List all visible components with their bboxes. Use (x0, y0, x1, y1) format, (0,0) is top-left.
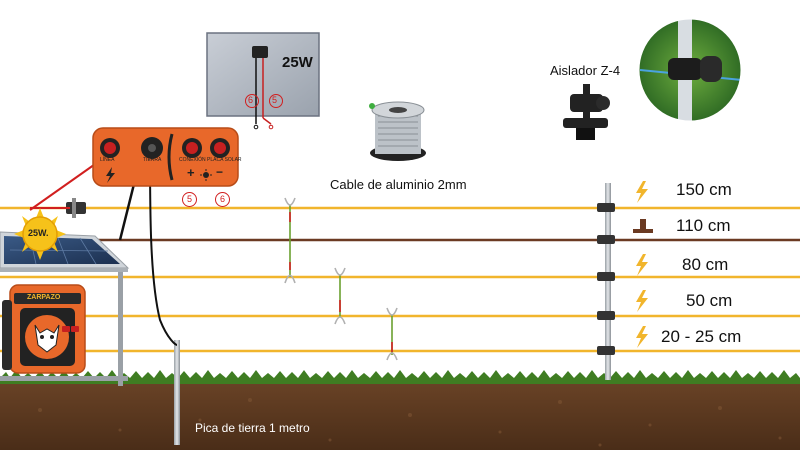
wire-height-80: 80 cm (682, 255, 729, 274)
energizer-label-linea: LÍNEA (100, 157, 115, 163)
jumper-3 (386, 307, 398, 361)
ground-wire (149, 149, 178, 346)
wire-icons (633, 181, 653, 348)
insulator-label: Aislador Z-4 (550, 63, 621, 78)
wire-jumpers (284, 197, 398, 361)
wire-height-50: 50 cm (686, 291, 733, 310)
knob-line (100, 138, 120, 158)
post-insulators (597, 203, 615, 355)
energizer-label-minus: − (216, 165, 224, 179)
knob-solar-plus (182, 138, 202, 158)
lightning-icon (636, 290, 648, 312)
lightning-icon (636, 326, 648, 348)
panel-divider-arc (167, 133, 174, 181)
jumper-1 (284, 197, 296, 284)
sun-icon (200, 169, 212, 181)
energizer-panel (92, 127, 239, 187)
fence-post (597, 183, 615, 380)
sun-badge-label: 25W. (28, 228, 49, 238)
soil-specks (38, 398, 782, 447)
energizer-label-plus: + (187, 165, 195, 180)
cable-spool (369, 101, 426, 161)
energizer-lightning-icon (106, 167, 115, 183)
insulator-z4 (563, 84, 610, 140)
solar-panel (206, 32, 320, 130)
panel-callout-6 (245, 94, 259, 108)
knob-solar-minus (210, 138, 230, 158)
fence-wires (0, 206, 800, 353)
energizer-label-conexion: CONEXIÓN PLACA SOLAR (179, 157, 242, 163)
jumper-2 (334, 267, 346, 325)
ground-rod (174, 340, 180, 445)
wire-height-20-25: 20 - 25 cm (661, 327, 742, 346)
insulator-photo (636, 16, 744, 124)
knob-tierra (141, 137, 163, 159)
callout-5: 5 (182, 192, 197, 207)
start-insulator (66, 198, 86, 218)
energizer-device (2, 284, 86, 374)
ground-icon (633, 219, 653, 233)
sun-badge (14, 208, 66, 260)
panel-callout-5 (269, 94, 283, 108)
ground-rod-label: Pica de tierra 1 metro (195, 421, 310, 435)
lightning-icon (636, 181, 648, 203)
lightning-icon (636, 254, 648, 276)
cable-label: Cable de aluminio 2mm (330, 177, 467, 192)
grass (0, 370, 800, 384)
energizer-label-tierra: TIERRA (143, 157, 162, 163)
wire-height-150: 150 cm (676, 180, 732, 199)
callout-6: 6 (215, 192, 230, 207)
panel-wattage-label: 25W (282, 54, 313, 71)
panel-terminal-5: 5 (272, 95, 278, 105)
soil (0, 380, 800, 450)
wire-height-110: 110 cm (676, 216, 731, 235)
energizer-brand: ZARPAZO (27, 294, 61, 301)
panel-terminal-6: 6 (248, 95, 254, 105)
